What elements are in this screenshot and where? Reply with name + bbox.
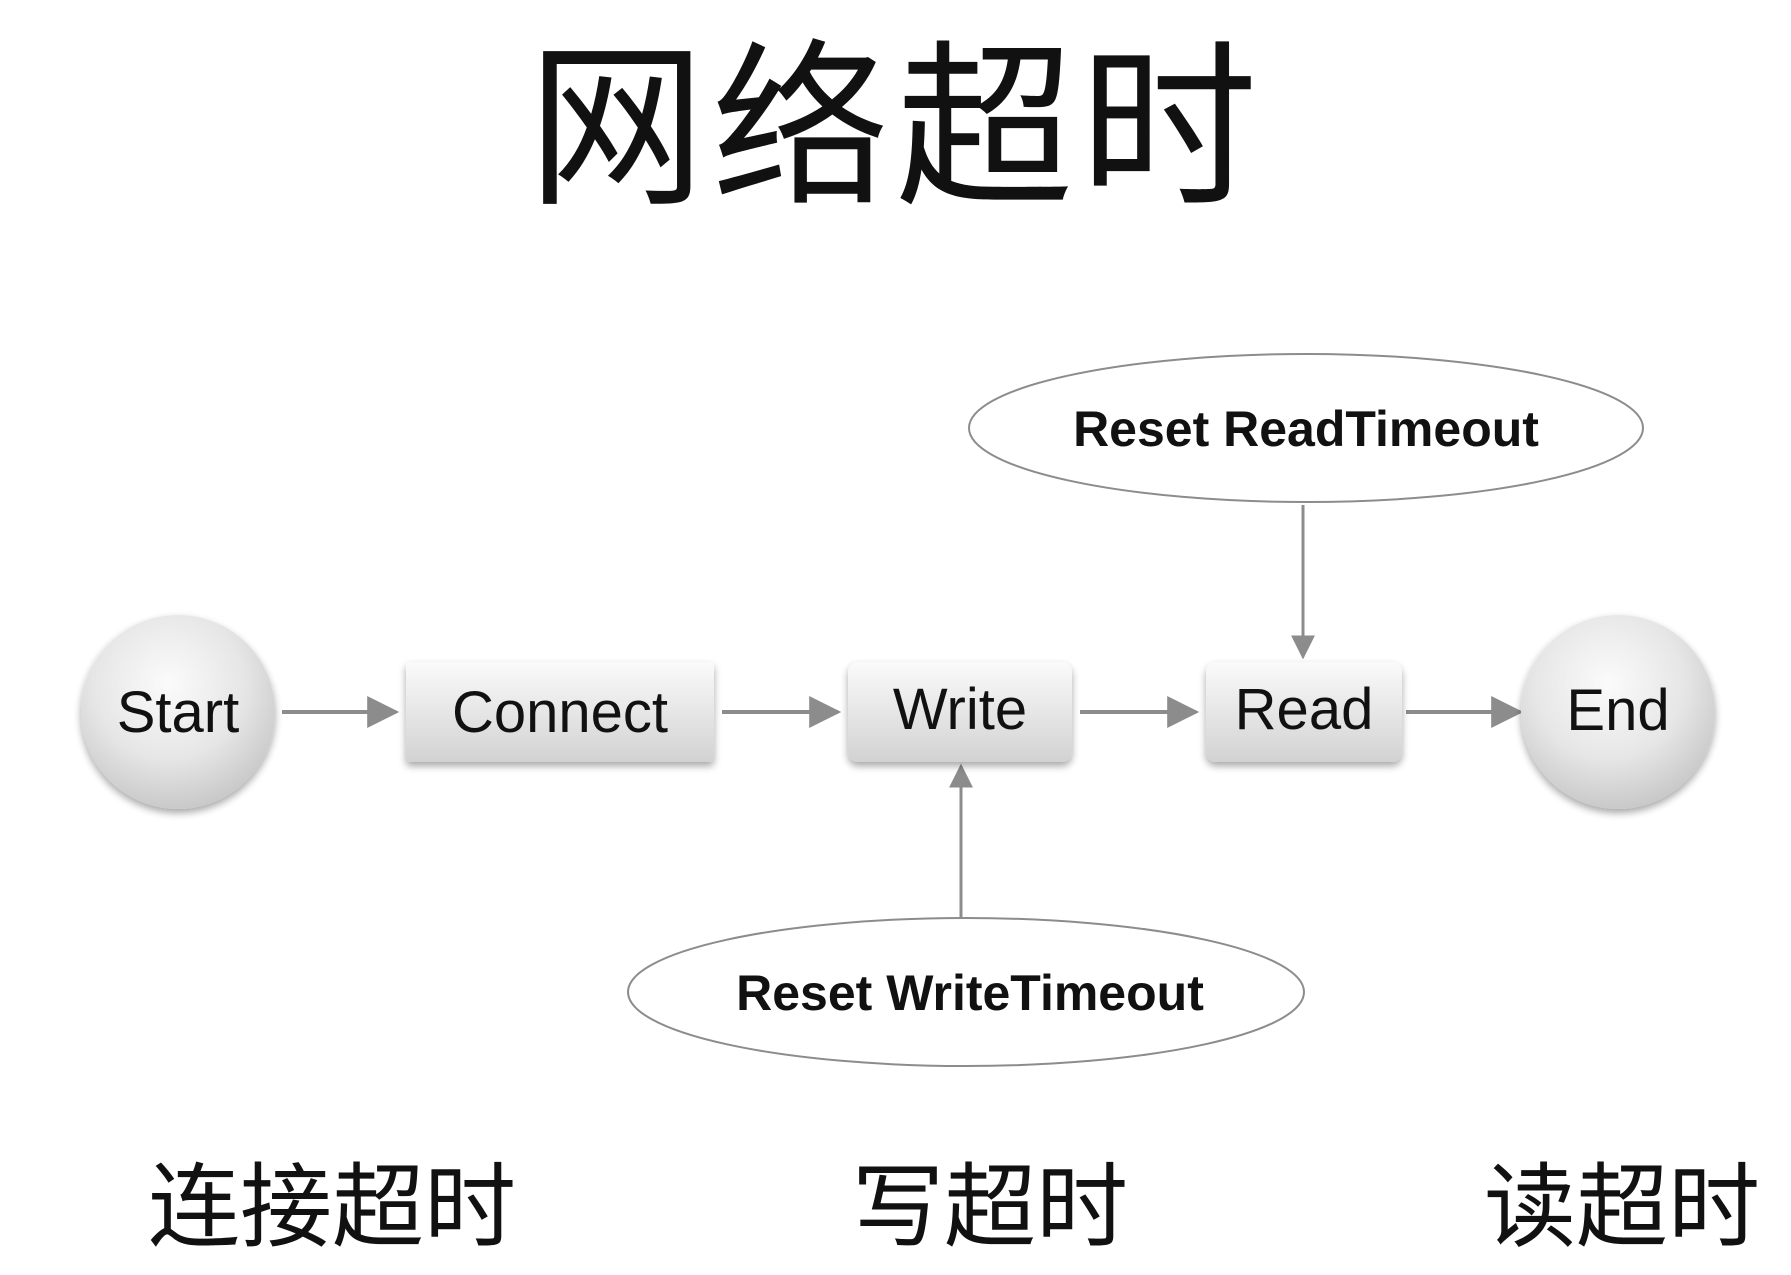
reset-read-timeout-annotation: Reset ReadTimeout [968, 353, 1644, 503]
reset-write-timeout-annotation: Reset WriteTimeout [627, 917, 1305, 1067]
reset-write-timeout-label: Reset WriteTimeout [736, 965, 1204, 1021]
page-title: 网络超时 [527, 25, 1264, 232]
write-node: Write [848, 662, 1072, 762]
start-node-label: Start [117, 680, 240, 745]
read-timeout-label: 读超时 [1483, 1154, 1761, 1261]
connect-node-label: Connect [452, 680, 668, 745]
end-node: End [1521, 615, 1715, 809]
read-node: Read [1206, 662, 1402, 762]
connect-timeout-label: 连接超时 [147, 1154, 517, 1261]
reset-read-timeout-label: Reset ReadTimeout [1073, 401, 1539, 457]
write-timeout-label: 写超时 [851, 1154, 1129, 1261]
connect-node: Connect [406, 662, 714, 762]
end-node-label: End [1566, 678, 1669, 743]
start-node: Start [81, 615, 275, 809]
read-node-label: Read [1235, 677, 1374, 742]
write-node-label: Write [893, 677, 1027, 742]
